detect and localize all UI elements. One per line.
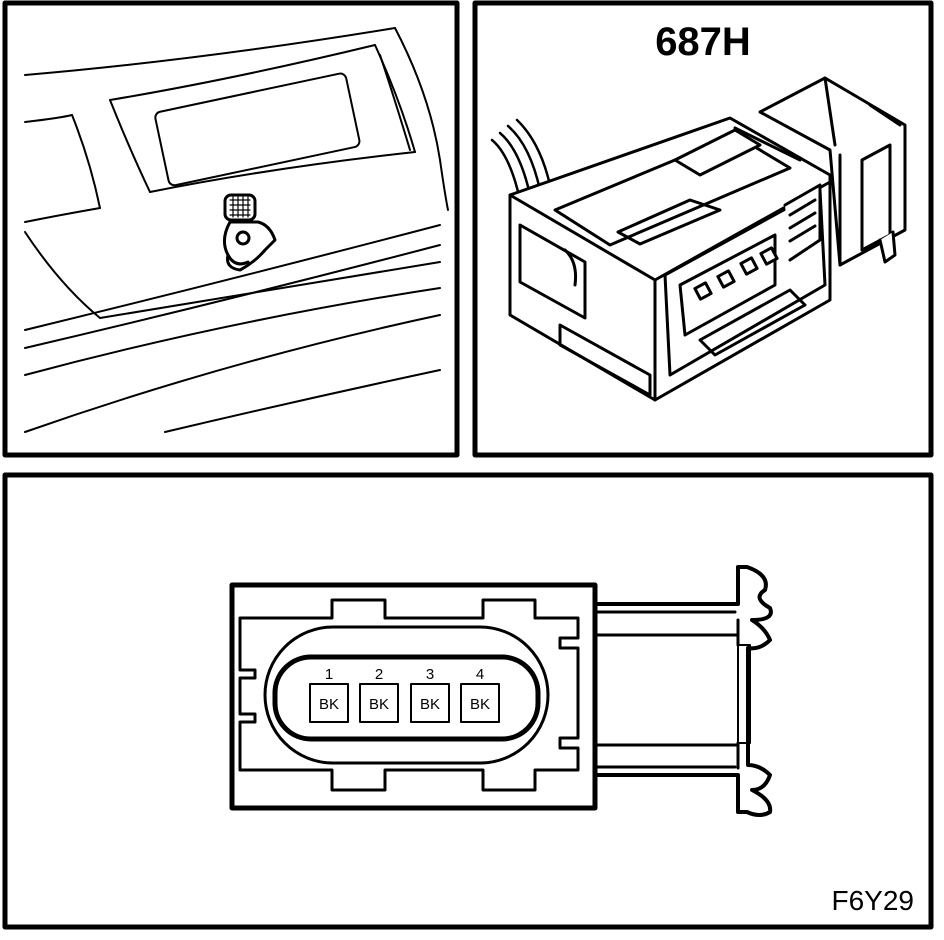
connector-id-label: 687H: [655, 20, 751, 64]
pin-1-number: 1: [325, 666, 333, 683]
pin-1-wire-color: BK: [319, 696, 339, 713]
pin-3-number: 3: [426, 666, 434, 683]
pin-2-number: 2: [375, 666, 383, 683]
pin-4-number: 4: [476, 666, 484, 683]
pin-2-wire-color: BK: [369, 696, 389, 713]
pin-3-wire-color: BK: [420, 696, 440, 713]
pin-1: 1 BK: [309, 666, 349, 723]
pin-4: 4 BK: [460, 666, 500, 723]
pin-2-terminal: [359, 683, 399, 723]
connector-face-drawing: [229, 565, 773, 817]
figure-code-label: F6Y29: [832, 885, 915, 916]
pin-3: 3 BK: [410, 666, 450, 723]
pin-cavity-outer: [263, 625, 550, 765]
face-view-panel-frame: [2, 472, 934, 930]
pin-3-terminal: [410, 683, 450, 723]
connector-face-inner-outline: [238, 598, 580, 792]
pin-4-terminal: [460, 683, 500, 723]
pin-1-terminal: [309, 683, 349, 723]
connector-wires: [490, 118, 552, 202]
isometric-connector-drawing: [490, 76, 907, 402]
license-lamp-connector-icon: [223, 193, 277, 272]
pin-2: 2 BK: [359, 666, 399, 723]
connector-panel-frame: [472, 0, 934, 458]
location-panel-frame: [2, 0, 460, 458]
connector-latch-extension: [593, 565, 773, 817]
pin-cavity-inner: [272, 654, 541, 742]
trunk-lid-drawing: [24, 27, 449, 433]
pin-4-wire-color: BK: [470, 696, 490, 713]
connector-face-outline: [229, 582, 598, 811]
